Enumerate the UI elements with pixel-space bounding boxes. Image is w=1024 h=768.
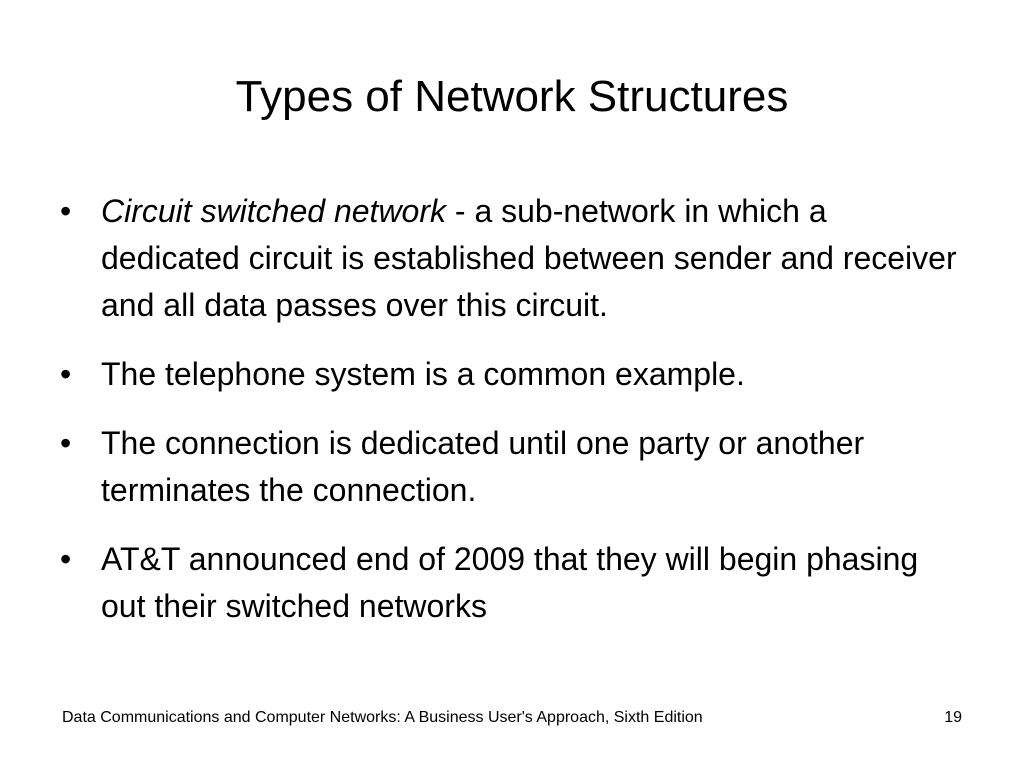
bullet-item-telephone: • The telephone system is a common examp… xyxy=(60,351,960,398)
bullet-icon: • xyxy=(60,193,72,229)
page-number: 19 xyxy=(944,709,962,726)
bullet-item-connection: • The connection is dedicated until one … xyxy=(60,420,960,514)
bullet-item-circuit-switched: • Circuit switched network - a sub-netwo… xyxy=(60,188,960,329)
bullet-text: The connection is dedicated until one pa… xyxy=(101,425,865,508)
bullet-icon: • xyxy=(60,425,72,461)
bullet-text: - a sub-network in which a dedicated cir… xyxy=(101,193,957,323)
bullet-icon: • xyxy=(60,541,72,577)
slide-title: Types of Network Structures xyxy=(235,72,789,121)
bullet-list: • Circuit switched network - a sub-netwo… xyxy=(60,188,960,652)
bullet-text: AT&T announced end of 2009 that they wil… xyxy=(101,541,919,624)
slide-footer: Data Communications and Computer Network… xyxy=(62,709,703,726)
bullet-item-att: • AT&T announced end of 2009 that they w… xyxy=(60,536,960,630)
bullet-icon: • xyxy=(60,356,72,392)
bullet-term: Circuit switched network xyxy=(101,193,446,229)
bullet-text: The telephone system is a common example… xyxy=(101,356,745,392)
